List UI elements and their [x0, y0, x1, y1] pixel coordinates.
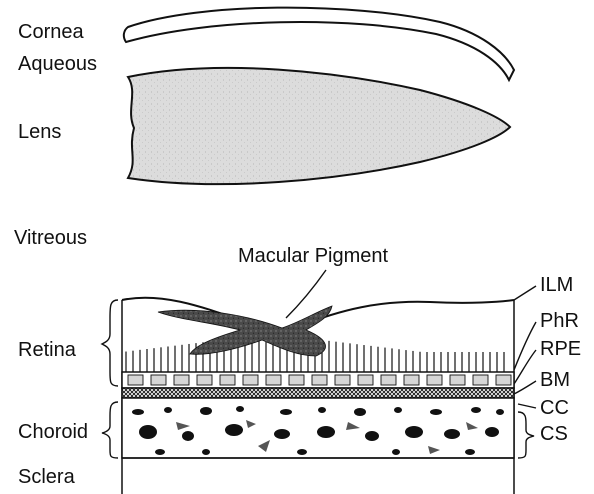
bm-leader	[514, 381, 536, 394]
choroid-vessel	[485, 427, 499, 437]
choroid-vessel	[225, 424, 243, 436]
phr-leader	[514, 322, 536, 370]
rpe-cell	[128, 375, 143, 385]
choroid-brace	[102, 402, 118, 458]
rpe-cell	[266, 375, 281, 385]
rpe-cell	[312, 375, 327, 385]
choroid-vessel	[392, 449, 400, 455]
rpe-cell	[197, 375, 212, 385]
choroid-vessel	[164, 407, 172, 413]
rpe-cell	[450, 375, 465, 385]
rpe-cell	[289, 375, 304, 385]
choroid-vessel	[444, 429, 460, 439]
rpe-cell	[473, 375, 488, 385]
rpe-cell	[243, 375, 258, 385]
choroid-vessel	[317, 426, 335, 438]
rpe-cell	[174, 375, 189, 385]
ilm-leader	[514, 286, 536, 300]
choroid-vessel	[465, 449, 475, 455]
choroid-vessel	[280, 409, 292, 415]
choroid-vessel	[365, 431, 379, 441]
lens-shape	[128, 68, 510, 184]
choroid-vessel	[200, 407, 212, 415]
choroid-vessel	[496, 409, 504, 415]
rpe-cell	[151, 375, 166, 385]
choroid-vessel	[132, 409, 144, 415]
rpe-cell	[358, 375, 373, 385]
choroid-vessel	[430, 409, 442, 415]
choroid-vessel	[297, 449, 307, 455]
choroid-vessel	[202, 449, 210, 455]
choroid-vessel	[182, 431, 194, 441]
cc-leader	[518, 404, 536, 408]
choroid-vessel	[394, 407, 402, 413]
rpe-cell	[220, 375, 235, 385]
cs-brace	[518, 412, 534, 458]
rpe-cell	[335, 375, 350, 385]
rpe-cells	[128, 375, 511, 385]
choroid-vessel	[471, 407, 481, 413]
bm-layer	[122, 388, 514, 398]
rpe-leader	[514, 350, 536, 384]
choroid-vessel	[354, 408, 366, 416]
rpe-cell	[427, 375, 442, 385]
rpe-cell	[496, 375, 511, 385]
choroid-vessel	[274, 429, 290, 439]
choroid-vessel	[318, 407, 326, 413]
choroid-vessel	[405, 426, 423, 438]
rpe-cell	[404, 375, 419, 385]
rpe-cell	[381, 375, 396, 385]
choroid-vessel	[236, 406, 244, 412]
retina-brace	[102, 300, 118, 386]
choroid-vessel	[155, 449, 165, 455]
choroid-vessel	[139, 425, 157, 439]
